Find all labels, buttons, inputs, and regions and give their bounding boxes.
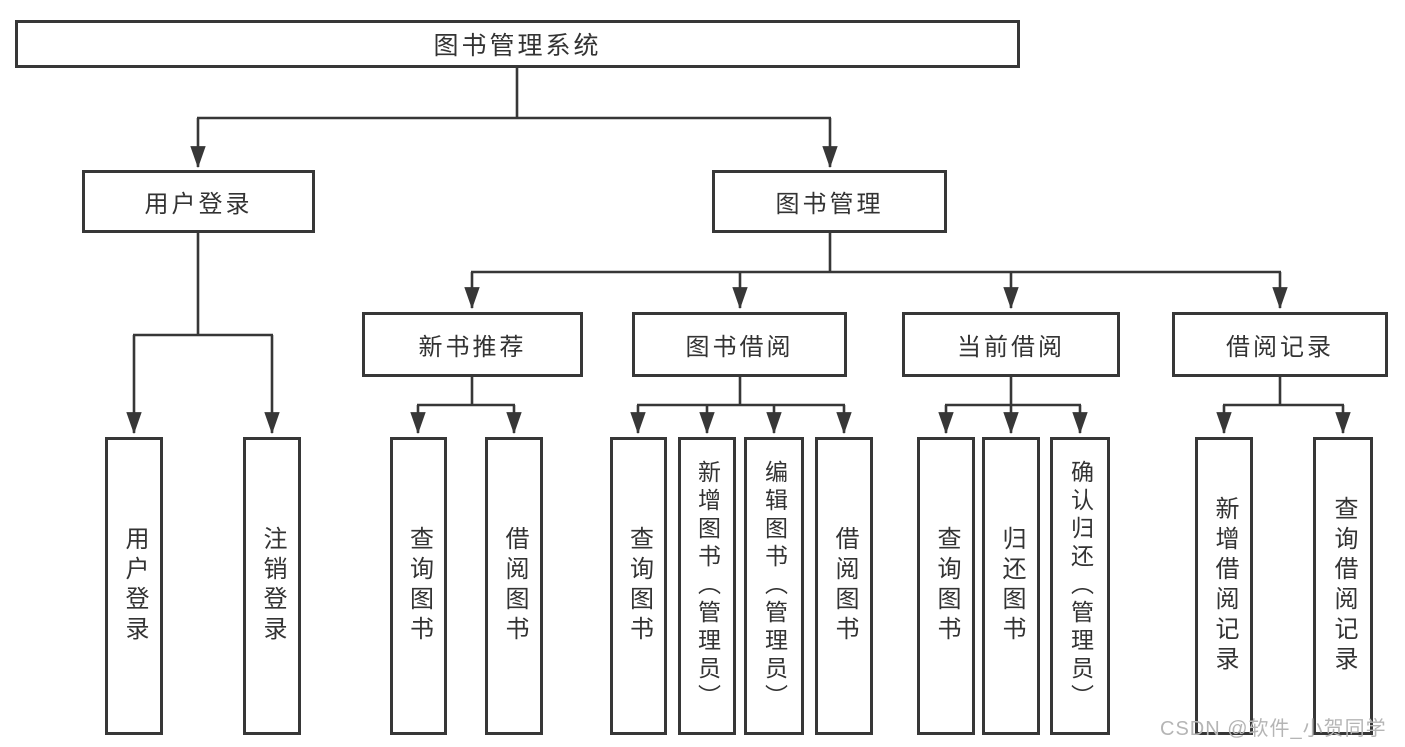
node-book-management: 图书管理 <box>712 170 947 233</box>
leaf-records-query-borrow-record: 查询借阅记录 <box>1313 437 1373 735</box>
leaf-user-login: 用户登录 <box>105 437 163 735</box>
leaf-borrow-query-books: 查询图书 <box>610 437 667 735</box>
leaf-label: 注销登录 <box>259 526 286 646</box>
node-borrowing-records: 借阅记录 <box>1172 312 1388 377</box>
node-label: 借阅记录 <box>1226 334 1334 361</box>
leaf-label: 查询图书 <box>405 526 433 646</box>
leaf-current-query-books: 查询图书 <box>917 437 975 735</box>
leaf-label: 新增借阅记录 <box>1211 496 1238 676</box>
leaf-label: 新增图书（管理员） <box>694 460 721 712</box>
leaf-newbook-borrow-books: 借阅图书 <box>485 437 543 735</box>
node-label: 新书推荐 <box>418 334 527 361</box>
node-label: 图书管理 <box>775 191 884 218</box>
node-user-login: 用户登录 <box>82 170 315 233</box>
leaf-label: 确认归还（管理员） <box>1067 460 1094 712</box>
leaf-label: 编辑图书（管理员） <box>761 460 788 712</box>
leaf-borrow-edit-books-admin: 编辑图书（管理员） <box>744 437 804 735</box>
leaf-label: 用户登录 <box>121 526 148 646</box>
leaf-current-confirm-return-admin: 确认归还（管理员） <box>1050 437 1110 735</box>
csdn-watermark: CSDN @软件_小贺同学 <box>1160 718 1387 740</box>
leaf-label: 查询借阅记录 <box>1330 496 1357 676</box>
leaf-label: 归还图书 <box>998 526 1025 646</box>
node-current-borrowing: 当前借阅 <box>902 312 1120 377</box>
leaf-logout: 注销登录 <box>243 437 301 735</box>
node-library-management-system: 图书管理系统 <box>15 20 1020 68</box>
node-label: 当前借阅 <box>957 334 1065 361</box>
node-label: 用户登录 <box>144 191 253 218</box>
leaf-label: 查询图书 <box>625 526 653 646</box>
node-new-book-recommendation: 新书推荐 <box>362 312 583 377</box>
leaf-borrow-borrow-books: 借阅图书 <box>815 437 873 735</box>
node-label: 图书借阅 <box>685 334 794 361</box>
leaf-current-return-books: 归还图书 <box>982 437 1040 735</box>
leaf-newbook-query-books: 查询图书 <box>390 437 447 735</box>
leaf-label: 查询图书 <box>933 526 960 646</box>
leaf-records-add-borrow-record: 新增借阅记录 <box>1195 437 1253 735</box>
node-label: 图书管理系统 <box>433 32 602 60</box>
leaf-label: 借阅图书 <box>501 526 528 646</box>
leaf-borrow-add-books-admin: 新增图书（管理员） <box>678 437 736 735</box>
leaf-label: 借阅图书 <box>831 526 858 646</box>
node-book-borrowing: 图书借阅 <box>632 312 847 377</box>
